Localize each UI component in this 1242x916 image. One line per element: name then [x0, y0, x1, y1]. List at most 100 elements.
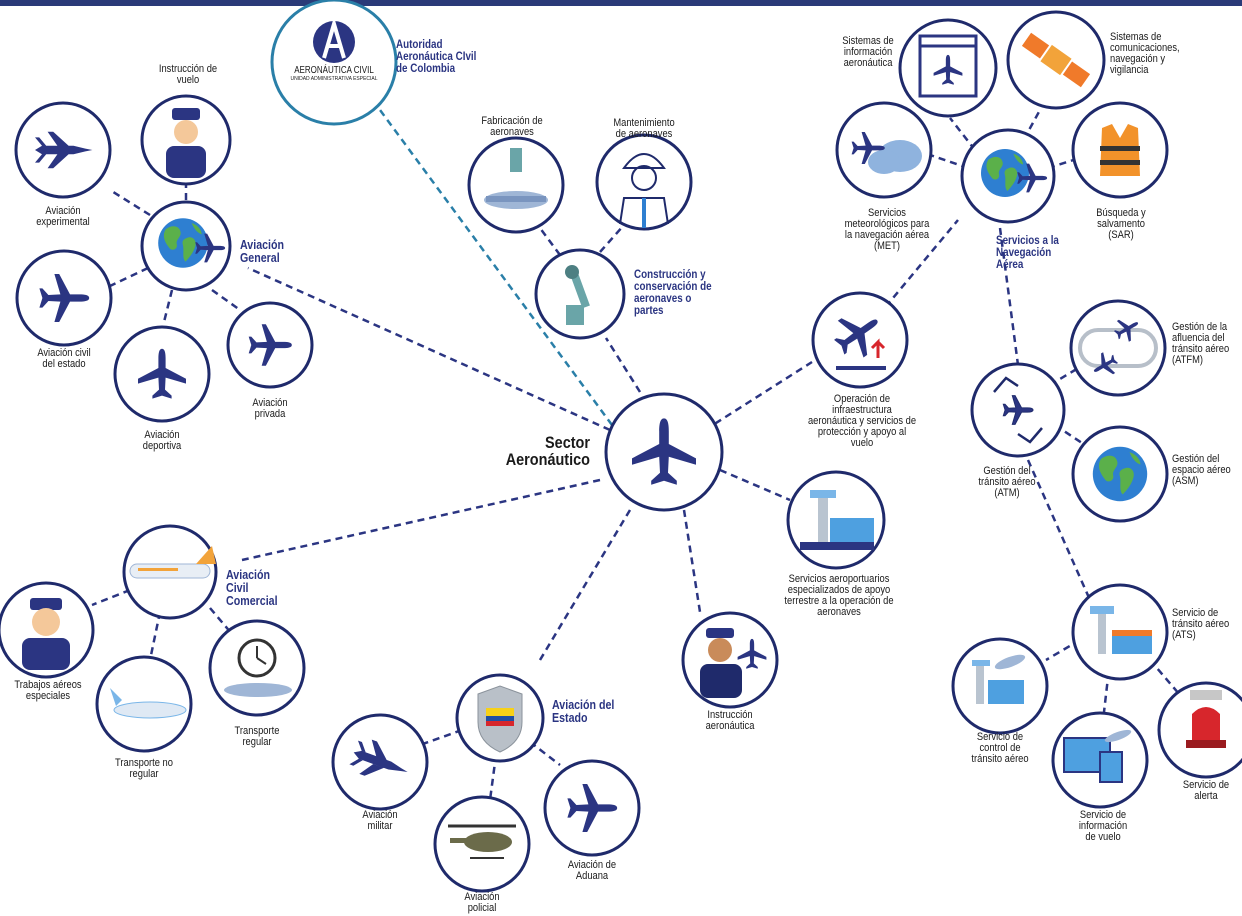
construccion-label: Construcción y conservación de aeronaves… [634, 267, 712, 317]
aerocivil-logo-icon [313, 21, 355, 63]
line-center-authority [378, 109, 614, 426]
sar-label: Búsqueda y salvamento (SAR) [1096, 207, 1146, 241]
deportiva-label: Aviación deportiva [142, 429, 182, 452]
atfm-node[interactable] [1069, 299, 1167, 397]
control-label: Servicio de control de tránsito aéreo [971, 731, 1029, 765]
regular-node[interactable] [208, 619, 306, 717]
ats-node[interactable] [1071, 583, 1169, 681]
top-border [0, 0, 1242, 6]
line-construccion-mantenimiento [599, 224, 625, 253]
globe-icon [1092, 446, 1148, 502]
takeoff-icon [826, 302, 891, 370]
instruccion-aeronautica-node[interactable] [681, 611, 779, 709]
navegacion-label: Servicios a la Navegación Aérea [996, 233, 1059, 271]
cloud-plane-icon [851, 132, 922, 174]
alerta-label: Servicio de alerta [1182, 779, 1230, 802]
sistemas-com-node[interactable] [1006, 10, 1106, 110]
militar-label: Aviación militar [362, 809, 398, 832]
regular-label: Transporte regular [234, 725, 280, 748]
robot-arm-icon [565, 265, 590, 325]
construccion-node[interactable] [534, 248, 626, 340]
line-center-instruccion [682, 509, 702, 613]
airport-icon [800, 490, 874, 550]
general-node[interactable] [140, 200, 232, 292]
estado-label: Aviación del Estado [552, 697, 615, 725]
authority-node[interactable] [270, 0, 398, 126]
informacion-label: Servicio de información de vuelo [1078, 809, 1128, 843]
officer-plane-icon [700, 628, 767, 698]
shield-flag-icon [477, 685, 523, 753]
alarm-light-icon [1186, 690, 1226, 748]
factory-plane-icon [484, 148, 548, 209]
policial-label: Aviación policial [464, 891, 500, 914]
pilot-icon [166, 108, 206, 178]
experimental-label: Aviación experimental [36, 205, 90, 228]
line-center-estado [538, 509, 632, 661]
asm-label: Gestión del espacio aéreo (ASM) [1172, 453, 1231, 487]
aduana-node[interactable] [543, 759, 641, 857]
estado-node[interactable] [455, 673, 545, 763]
trabajos-node[interactable] [0, 581, 95, 679]
comercial-node[interactable] [122, 524, 218, 620]
control-node[interactable] [951, 637, 1049, 735]
instruccion-vuelo-label: Instrucción de vuelo [158, 63, 218, 86]
fabricacion-label: Fabricación de aeronaves [481, 115, 543, 138]
line-general-deportiva [162, 289, 174, 323]
authority-label: Autoridad Aeronáutica CIvil de Colombia [396, 37, 477, 75]
atm-node[interactable] [970, 362, 1066, 458]
private-jet-icon [110, 688, 187, 719]
operacion-node[interactable] [811, 291, 909, 389]
mantenimiento-label: Mantenimiento de aeronaves [613, 117, 675, 140]
experimental-node[interactable] [14, 101, 112, 199]
line-ats-informacion [1102, 659, 1112, 713]
deportiva-node[interactable] [113, 325, 211, 423]
navegacion-node[interactable] [960, 128, 1056, 224]
line-estado-policial [488, 754, 498, 801]
alerta-node[interactable] [1157, 681, 1242, 779]
authority-logo-subtext: UNIDAD ADMINISTRATIVA ESPECIAL [290, 76, 378, 82]
line-center-operacion [704, 360, 813, 432]
general-label: Aviación General [240, 237, 285, 265]
line-center-comercial [241, 478, 601, 562]
mantenimiento-node[interactable] [595, 133, 693, 231]
ats-label: Servicio de tránsito aéreo (ATS) [1172, 607, 1230, 641]
no-regular-node[interactable] [95, 655, 193, 753]
line-general-privada [211, 288, 241, 312]
line-comercial-noregular [148, 611, 162, 661]
sistemas-info-node[interactable] [898, 18, 998, 118]
instruccion-vuelo-node[interactable] [140, 94, 232, 186]
sistemas-info-label: Sistemas de información aeronáutica [842, 35, 894, 69]
civil-estado-node[interactable] [15, 249, 113, 347]
atfm-label: Gestión de la afluencia del tránsito aér… [1172, 321, 1230, 366]
line-operacion-navegacion [877, 219, 959, 317]
militar-node[interactable] [331, 713, 429, 811]
atm-label: Gestión del tránsito aéreo (ATM) [978, 465, 1036, 499]
policial-node[interactable] [433, 795, 531, 893]
privada-node[interactable] [226, 301, 314, 389]
flow-icon [1078, 312, 1158, 382]
globe-icon [981, 149, 1029, 197]
hands-plane-icon [993, 376, 1043, 444]
devices-icon [1063, 729, 1132, 783]
line-navegacion-comunicaciones [1016, 109, 1042, 151]
line-general-civil [109, 266, 149, 288]
fabricacion-node[interactable] [467, 136, 565, 234]
no-regular-label: Transporte no regular [115, 757, 173, 780]
trabajos-label: Trabajos aéreos especiales [14, 679, 82, 702]
aduana-label: Aviación de Aduana [567, 859, 617, 882]
sar-node[interactable] [1071, 101, 1169, 199]
center-label: Sector Aeronáutico [505, 433, 590, 469]
center-node[interactable] [604, 392, 724, 512]
met-node[interactable] [835, 101, 933, 199]
informacion-node[interactable] [1051, 711, 1149, 809]
privada-label: Aviación privada [252, 397, 288, 420]
life-vest-icon [1100, 124, 1140, 176]
asm-node[interactable] [1071, 425, 1169, 523]
browser-plane-icon [918, 34, 978, 98]
comercial-label: Aviación Civil Comercial [226, 567, 278, 608]
helicopter-icon [448, 824, 516, 859]
civil-estado-label: Aviación civil del estado [37, 347, 91, 370]
aeroportuarios-node[interactable] [786, 470, 886, 570]
line-construccion-fabricacion [538, 227, 562, 256]
